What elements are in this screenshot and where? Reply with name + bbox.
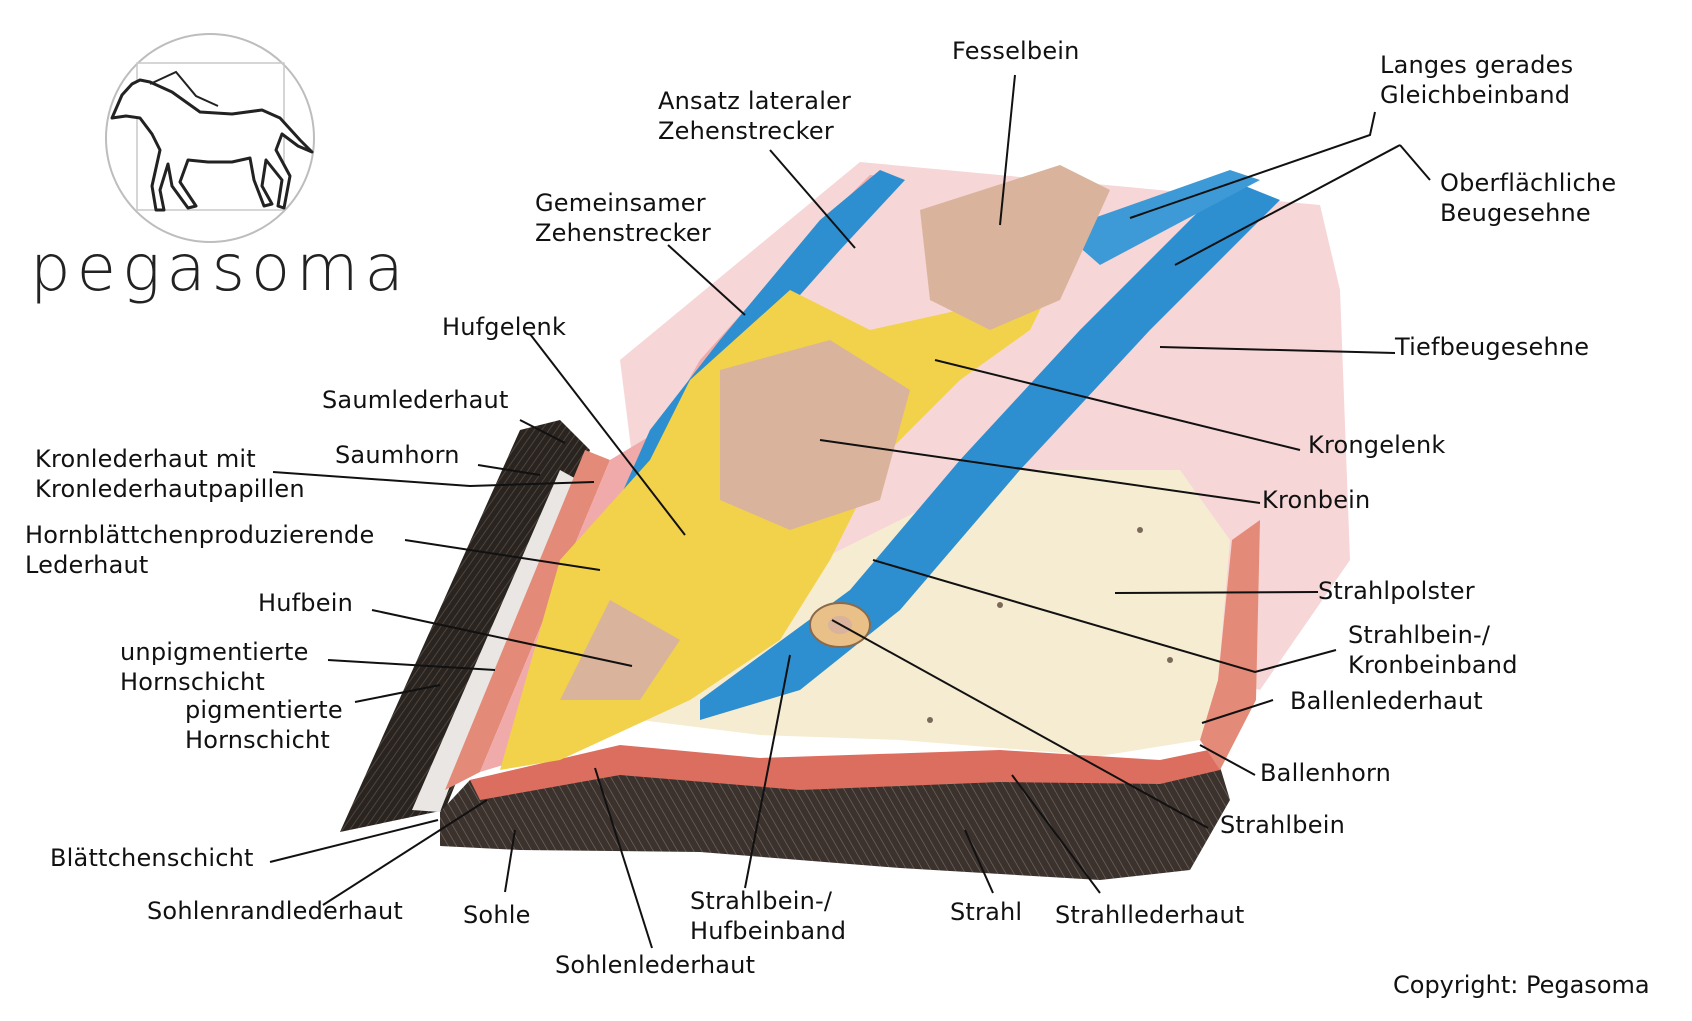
label-unpigmentierte-hornschicht: unpigmentierte Hornschicht <box>120 638 309 696</box>
unpigmented-horn-strip <box>412 470 578 812</box>
label-kronlederhaut: Kronlederhaut mit Kronlederhautpapillen <box>35 445 305 503</box>
deep-flexor-tendon <box>700 180 1280 720</box>
label-hufgelenk: Hufgelenk <box>442 313 567 341</box>
label-fesselbein: Fesselbein <box>952 37 1080 65</box>
label-saumhorn: Saumhorn <box>335 441 460 469</box>
label-oberflaechliche-beugesehne: Oberflächliche Beugesehne <box>1440 169 1617 227</box>
label-sohle: Sohle <box>463 901 531 929</box>
label-langes-gerades-gleichbeinband: Langes gerades Gleichbeinband <box>1380 51 1574 109</box>
lamellar-dermis <box>445 450 610 790</box>
label-saumlederhaut: Saumlederhaut <box>322 386 509 414</box>
label-blaettchenschicht: Blättchenschicht <box>50 844 254 872</box>
horse-logo-icon <box>105 33 315 243</box>
copyright-text: Copyright: Pegasoma <box>1393 971 1650 999</box>
label-kronbein: Kronbein <box>1262 486 1371 514</box>
label-sohlenrandlederhaut: Sohlenrandlederhaut <box>147 897 404 925</box>
long-pastern-bone <box>920 165 1110 330</box>
label-strahllederhaut: Strahllederhaut <box>1055 901 1245 929</box>
label-tiefbeugesehne: Tiefbeugesehne <box>1395 333 1590 361</box>
label-hufbein: Hufbein <box>258 589 353 617</box>
label-sohlenlederhaut: Sohlenlederhaut <box>555 951 756 979</box>
label-strahlbein-hufbeinband: Strahlbein-/ Hufbeinband <box>690 887 847 945</box>
superficial-flexor-tendon <box>1060 170 1260 265</box>
label-ansatz-lateraler-zehenstrecker: Ansatz lateraler Zehenstrecker <box>658 87 852 145</box>
label-ballenhorn: Ballenhorn <box>1260 759 1392 787</box>
label-strahlbein: Strahlbein <box>1220 811 1345 839</box>
label-strahl: Strahl <box>950 898 1023 926</box>
label-strahlbein-kronbeinband: Strahlbein-/ Kronbeinband <box>1348 621 1518 679</box>
label-hornblaettchenproduzierende-lederhaut: Hornblättchenproduzierende Lederhaut <box>25 521 375 579</box>
label-pigmentierte-hornschicht: pigmentierte Hornschicht <box>185 696 343 754</box>
short-pastern-bone <box>720 340 910 530</box>
label-krongelenk: Krongelenk <box>1308 431 1446 459</box>
label-strahlpolster: Strahlpolster <box>1318 577 1475 605</box>
sole-dermis <box>470 745 1220 800</box>
label-gemeinsamer-zehenstrecker: Gemeinsamer Zehenstrecker <box>535 189 711 247</box>
hoof-drawing <box>340 162 1350 880</box>
logo-wordmark: pegasoma <box>30 232 410 306</box>
leader-lines <box>269 74 1431 949</box>
label-ballenlederhaut: Ballenlederhaut <box>1290 687 1483 715</box>
coffin-bone <box>560 600 680 700</box>
pigmented-horn-wall <box>340 420 590 832</box>
